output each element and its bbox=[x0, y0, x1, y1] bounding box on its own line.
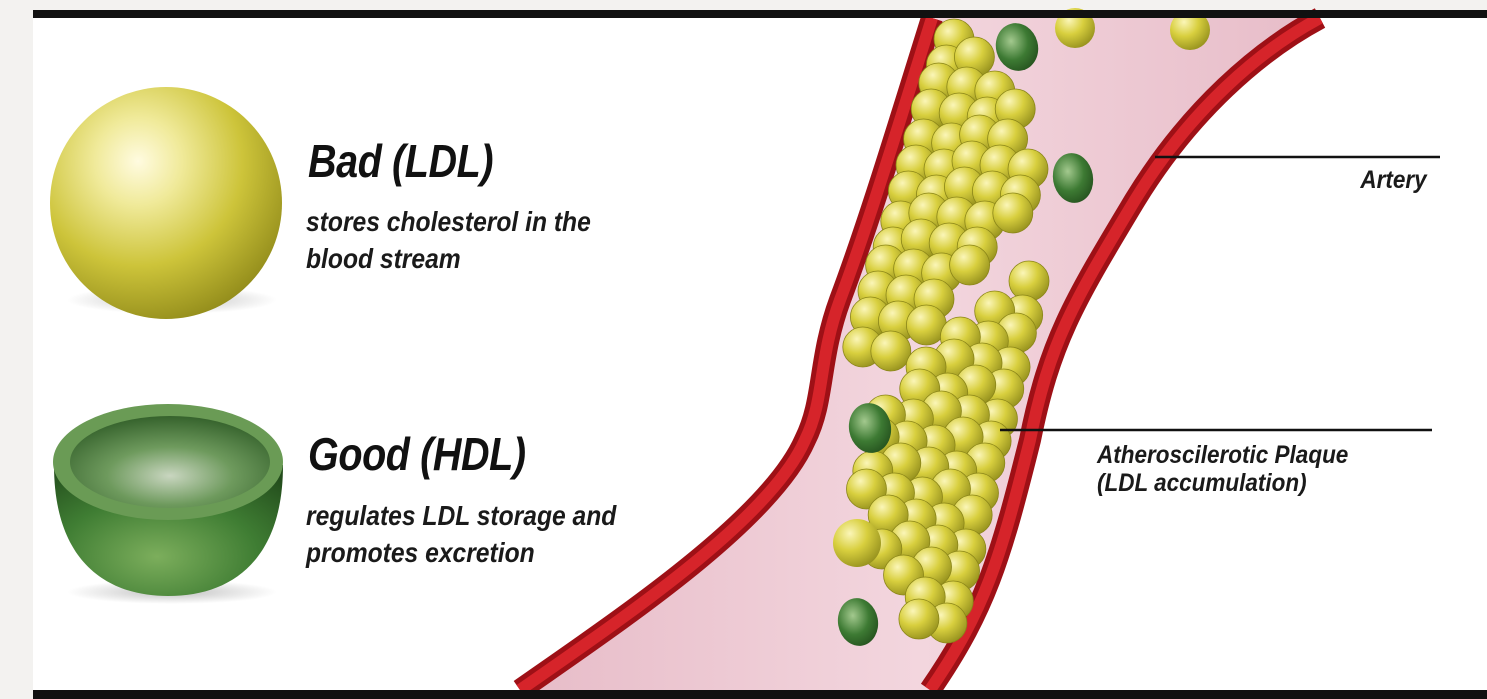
bottom-rule bbox=[33, 690, 1487, 699]
ldl-title: Bad (LDL) bbox=[308, 134, 493, 188]
ldl-plaque-particle bbox=[871, 331, 911, 371]
plaque-label: Atheroscilerotic Plaque (LDL accumulatio… bbox=[1097, 441, 1348, 497]
hdl-description-line: promotes excretion bbox=[306, 534, 616, 571]
plaque-label-line: Atheroscilerotic Plaque bbox=[1097, 441, 1348, 469]
top-rule bbox=[33, 10, 1487, 18]
hdl-description-line: regulates LDL storage and bbox=[306, 497, 616, 534]
ldl-plaque-particle bbox=[1009, 261, 1049, 301]
ldl-plaque-particle bbox=[993, 193, 1033, 233]
hdl-title: Good (HDL) bbox=[308, 427, 526, 481]
ldl-plaque-particle bbox=[950, 245, 990, 285]
hdl-bowl-icon bbox=[53, 404, 283, 604]
ldl-description-line: stores cholesterol in the bbox=[306, 203, 591, 240]
artery-label: Artery bbox=[1361, 166, 1427, 194]
ldl-plaque-particle bbox=[899, 599, 939, 639]
ldl-description-line: blood stream bbox=[306, 240, 591, 277]
hdl-description: regulates LDL storage and promotes excre… bbox=[306, 497, 616, 571]
plaque-label-line: (LDL accumulation) bbox=[1097, 469, 1348, 497]
ldl-sphere-icon bbox=[50, 87, 282, 319]
ldl-description: stores cholesterol in the blood stream bbox=[306, 203, 591, 277]
